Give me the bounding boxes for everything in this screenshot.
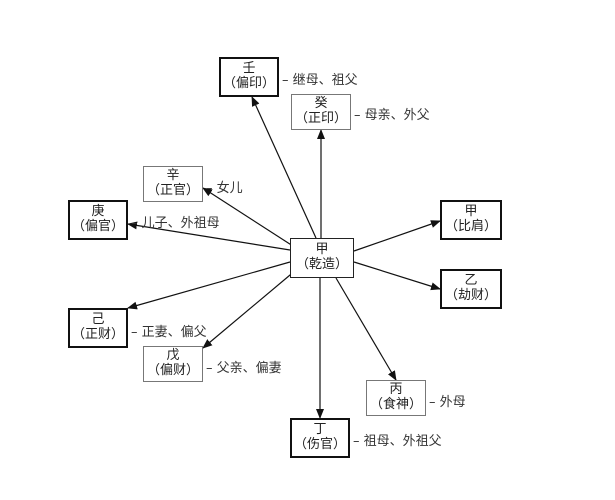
- node-stem: 癸: [314, 96, 328, 112]
- node-role: （偏印）: [222, 76, 275, 91]
- node-stem: 壬: [242, 61, 256, 77]
- relation-ji: – 正妻、偏父: [131, 325, 207, 340]
- node-geng: 庚 （偏官）: [68, 200, 128, 240]
- arrow-to-ji: [127, 261, 291, 310]
- node-jia: 甲 （比肩）: [440, 200, 502, 240]
- node-stem: 丁: [313, 422, 327, 438]
- relation-xin: – 女儿: [206, 181, 243, 196]
- arrow-to-jia: [353, 220, 441, 252]
- node-stem: 庚: [91, 204, 105, 220]
- node-role: （劫财）: [444, 288, 497, 303]
- arrow-to-yi: [353, 261, 441, 291]
- node-role: （比肩）: [444, 219, 497, 234]
- relation-wu: – 父亲、偏妻: [206, 361, 282, 376]
- arrow-to-wu: [202, 269, 297, 349]
- arrow-to-xin: [202, 187, 297, 249]
- node-stem: 乙: [464, 273, 478, 289]
- node-role: （正官）: [146, 183, 199, 198]
- node-ren: 壬 （偏印）: [219, 57, 279, 97]
- node-ji: 己 （正财）: [68, 308, 128, 348]
- node-role: （食神）: [369, 397, 422, 412]
- node-stem: 辛: [166, 168, 180, 184]
- node-role: （伤官）: [293, 437, 346, 452]
- center-role: （乾造）: [295, 257, 348, 272]
- node-stem: 己: [91, 312, 105, 328]
- node-ding: 丁 （伤官）: [290, 418, 350, 458]
- node-yi: 乙 （劫财）: [440, 269, 502, 309]
- relation-ren: – 继母、祖父: [282, 73, 358, 88]
- node-stem: 戊: [166, 348, 180, 364]
- arrow-to-ren: [251, 96, 317, 239]
- arrow-to-geng: [127, 221, 291, 251]
- node-gui: 癸 （正印）: [291, 94, 351, 130]
- node-wu: 戊 （偏财）: [143, 346, 203, 382]
- node-stem: 甲: [464, 204, 478, 220]
- node-role: （偏官）: [71, 219, 124, 234]
- node-xin: 辛 （正官）: [143, 166, 203, 202]
- relation-gui: – 母亲、外父: [354, 108, 430, 123]
- node-role: （正财）: [71, 327, 124, 342]
- relation-geng: – 儿子、外祖母: [131, 216, 220, 231]
- node-role: （正印）: [294, 111, 347, 126]
- arrows-group: [127, 96, 441, 419]
- center-node: 甲 （乾造）: [290, 238, 354, 278]
- relation-ding: – 祖母、外祖父: [353, 434, 442, 449]
- node-role: （偏财）: [146, 363, 199, 378]
- relation-bing: – 外母: [429, 395, 466, 410]
- arrow-to-bing: [335, 277, 397, 381]
- node-stem: 丙: [389, 382, 403, 398]
- center-stem: 甲: [315, 242, 329, 258]
- node-bing: 丙 （食神）: [366, 380, 426, 416]
